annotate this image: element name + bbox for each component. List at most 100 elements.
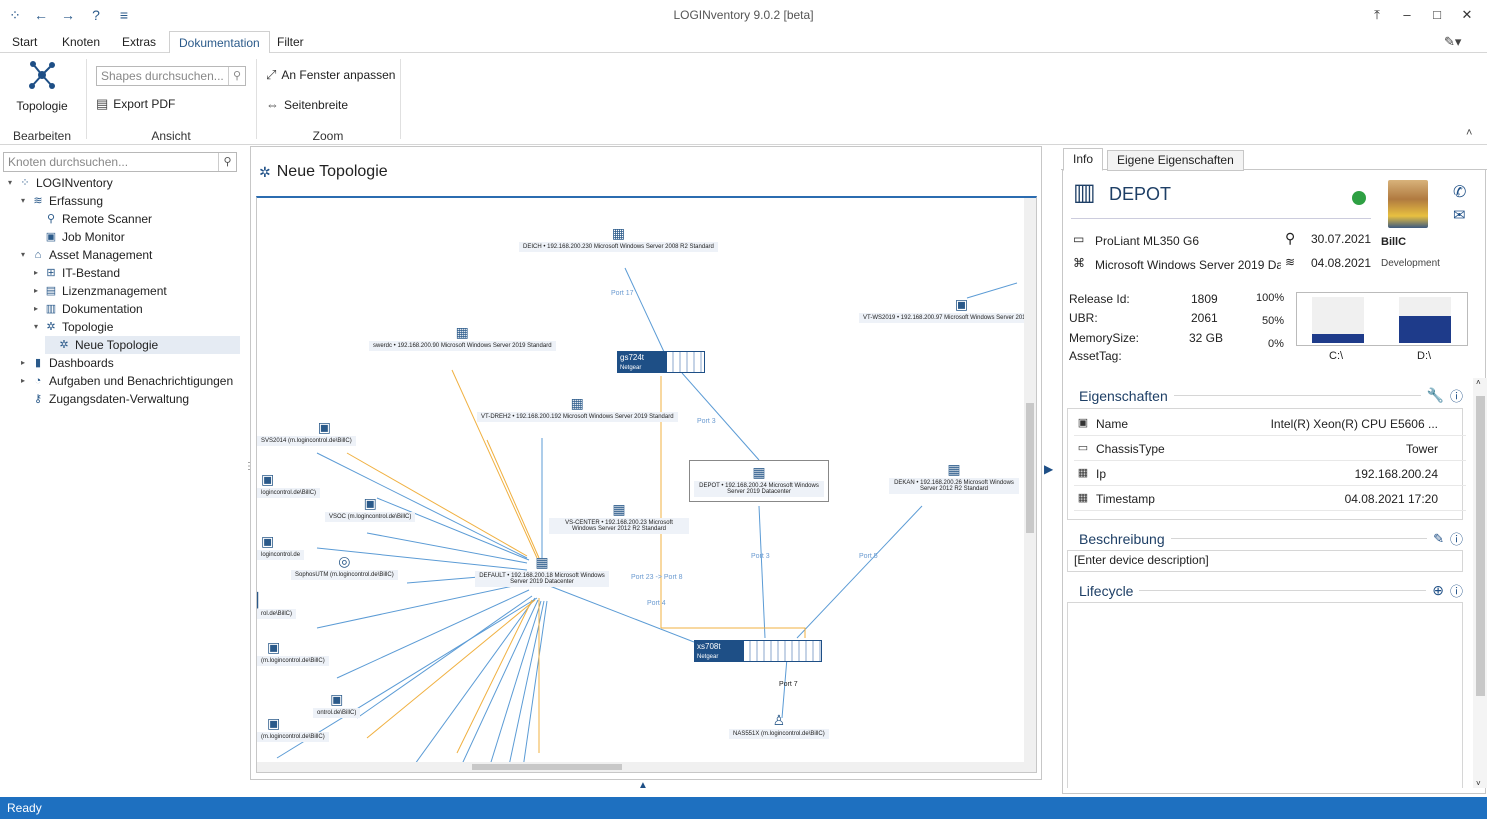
expand-toggle-icon[interactable]: ▾ (7, 178, 12, 187)
settings-sliders-icon[interactable]: ≡ (119, 7, 129, 23)
tree-item-lizenzmanagement[interactable]: ▸▤Lizenzmanagement (32, 282, 167, 300)
tree-item-erfassung[interactable]: ▾≋Erfassung (19, 192, 103, 210)
description-field[interactable]: [Enter device description] (1067, 550, 1463, 572)
canvas-horizontal-scrollbar[interactable] (257, 762, 1036, 772)
ribbon-separator (400, 59, 401, 139)
scroll-thumb[interactable] (1476, 396, 1485, 696)
tab-extras[interactable]: Extras (122, 35, 157, 49)
node-nas551x[interactable]: ♙NAS551X (m.logincontrol.de\BillC) (729, 711, 829, 739)
tree-item-loginventory[interactable]: ▾⁘LOGINventory (6, 174, 113, 192)
tree-item-aufgaben-und-benachrichtigungen[interactable]: ▸◔Aufgaben und Benachrichtigungen (19, 372, 233, 390)
forward-icon[interactable]: → (61, 7, 75, 23)
tree-item-dashboards[interactable]: ▸▮Dashboards (19, 354, 114, 372)
tree-item-topologie[interactable]: ▾✲Topologie (32, 318, 113, 336)
node-depot-selected[interactable]: ▦DEPOT • 192.168.200.24 Microsoft Window… (689, 460, 829, 502)
tab-start[interactable]: Start (12, 35, 38, 49)
fit-window-button[interactable]: ⤢ An Fenster anpassen (266, 67, 395, 83)
node-vt-dreh2[interactable]: ▦VT-DREH2 • 192.168.200.192 Microsoft Wi… (477, 394, 678, 422)
node-svs2014[interactable]: ▣SVS2014 (m.logincontrol.de\BillC) (257, 418, 356, 446)
add-icon[interactable]: ⊕ (1432, 582, 1444, 598)
maximize-icon[interactable]: □ (1433, 7, 1441, 22)
back-icon[interactable]: ← (34, 7, 48, 23)
scroll-up-icon[interactable]: ˄ (1476, 378, 1481, 387)
tab-knoten[interactable]: Knoten (62, 35, 101, 49)
close-icon[interactable]: ✕ (1461, 7, 1473, 22)
scroll-thumb[interactable] (472, 764, 622, 770)
expand-bottom-panel-icon[interactable]: ▲ (638, 780, 648, 791)
node-vsoc[interactable]: ▣VSOC (m.logincontrol.de\BillC) (325, 494, 416, 522)
license-icon: ▤ (45, 285, 57, 297)
expand-toggle-icon[interactable]: ▸ (33, 268, 38, 277)
app-logo-icon[interactable]: ⁘ (9, 7, 21, 23)
info-body: ▥ DEPOT ✆ ✉ ▭ ProLiant ML350 G6 ⚲ 30.07.… (1062, 170, 1486, 794)
node-client[interactable]: ▣logincontrol.de (257, 532, 305, 560)
ubr-value: 2061 (1191, 311, 1218, 325)
info-icon[interactable]: ⓘ (1449, 532, 1463, 547)
node-dekan[interactable]: ▦DEKAN • 192.168.200.26 Microsoft Window… (889, 460, 1019, 494)
expand-toggle-icon[interactable]: ▾ (33, 322, 38, 331)
node-deich[interactable]: ▦DEICH • 192.168.200.230 Microsoft Windo… (519, 224, 718, 252)
topologie-ribbon-button[interactable]: Topologie (16, 59, 68, 113)
node-client[interactable]: ▣ontrol.de\BillC) (313, 690, 361, 718)
link-line (796, 505, 923, 639)
node-client[interactable]: ▣(m.logincontrol.de\BillC) (257, 714, 329, 742)
node-client[interactable]: ▣(m.logincontrol.de\BillC) (257, 638, 329, 666)
minimize-icon[interactable]: – (1403, 7, 1411, 22)
wrench-icon[interactable]: 🔧 (1426, 387, 1444, 403)
export-pdf-button[interactable]: ▤ Export PDF (96, 96, 175, 112)
expand-toggle-icon[interactable]: ▸ (20, 358, 25, 367)
left-splitter[interactable]: ⋮ (243, 146, 254, 794)
tree-item-it-bestand[interactable]: ▸⊞IT-Bestand (32, 264, 120, 282)
search-icon[interactable]: ⚲ (218, 153, 236, 171)
restore-up-icon[interactable]: ⤒ (1374, 7, 1380, 22)
info-scrollbar[interactable]: ˄ ˅ (1473, 378, 1487, 788)
tree-item-dokumentation[interactable]: ▸▥Dokumentation (32, 300, 143, 318)
mail-icon[interactable]: ✉ (1453, 207, 1466, 224)
tab-eigene-eigenschaften[interactable]: Eigene Eigenschaften (1107, 150, 1244, 171)
tab-info[interactable]: Info (1063, 148, 1104, 171)
expand-toggle-icon[interactable]: ▸ (20, 376, 25, 385)
node-vs-center[interactable]: ▦VS-CENTER • 192.168.200.23 Microsoft Wi… (549, 500, 689, 534)
collapse-ribbon-icon[interactable]: ˄ (1466, 127, 1473, 139)
node-search-input[interactable]: Knoten durchsuchen... ⚲ (3, 152, 237, 172)
phone-icon[interactable]: ✆ (1453, 184, 1467, 201)
expand-toggle-icon[interactable]: ▾ (20, 196, 25, 205)
node-client[interactable]: ▣logincontrol.de\BillC) (257, 470, 321, 498)
tree-item-zugangsdaten-verwaltung[interactable]: ⚷Zugangsdaten-Verwaltung (19, 390, 189, 408)
search-icon: ⚲ (1285, 230, 1296, 246)
expand-toggle-icon[interactable]: ▸ (33, 286, 38, 295)
expand-right-panel-icon[interactable]: ▶ (1044, 462, 1054, 476)
canvas-vertical-scrollbar[interactable] (1024, 198, 1036, 762)
node-vt-ws2019[interactable]: ▣VT-WS2019 • 192.168.200.97 Microsoft Wi… (859, 295, 1036, 323)
tree-item-remote-scanner[interactable]: ⚲Remote Scanner (32, 210, 152, 228)
topology-canvas[interactable]: ▦DEICH • 192.168.200.230 Microsoft Windo… (256, 196, 1037, 773)
edit-pencil-icon[interactable]: ✎ (1433, 530, 1444, 546)
search-icon[interactable]: ⚲ (228, 67, 245, 85)
page-width-button[interactable]: ⇔ Seitenbreite (266, 97, 348, 112)
node-client[interactable]: ▏rol.de\BillC) (257, 591, 297, 619)
expand-toggle-icon[interactable]: ▸ (33, 304, 38, 313)
edit-pen-icon[interactable]: ✎▾ (1444, 34, 1462, 49)
tab-filter[interactable]: Filter (277, 35, 304, 49)
tab-dokumentation[interactable]: Dokumentation (169, 31, 270, 54)
node-sophosutm[interactable]: ◎SophosUTM (m.logincontrol.de\BillC) (291, 552, 398, 580)
scroll-down-icon[interactable]: ˅ (1476, 779, 1481, 788)
scroll-thumb[interactable] (1026, 403, 1034, 533)
info-icon[interactable]: ⓘ (1449, 584, 1463, 599)
port-label: Port 3 (751, 553, 770, 560)
tree-item-neue-topologie[interactable]: ✲Neue Topologie (45, 336, 240, 354)
info-icon[interactable]: ⓘ (1449, 389, 1463, 404)
tree-item-job-monitor[interactable]: ▣Job Monitor (32, 228, 125, 246)
shapes-search-input[interactable]: Shapes durchsuchen... ⚲ (96, 66, 246, 86)
help-icon[interactable]: ? (92, 7, 100, 23)
node-swerdc[interactable]: ▦swerdc • 192.168.200.90 Microsoft Windo… (369, 323, 556, 351)
expand-toggle-icon[interactable]: ▾ (20, 250, 25, 259)
node-default[interactable]: ▦DEFAULT • 192.168.200.18 Microsoft Wind… (475, 553, 609, 587)
tree-item-asset-management[interactable]: ▾⌂Asset Management (19, 246, 152, 264)
